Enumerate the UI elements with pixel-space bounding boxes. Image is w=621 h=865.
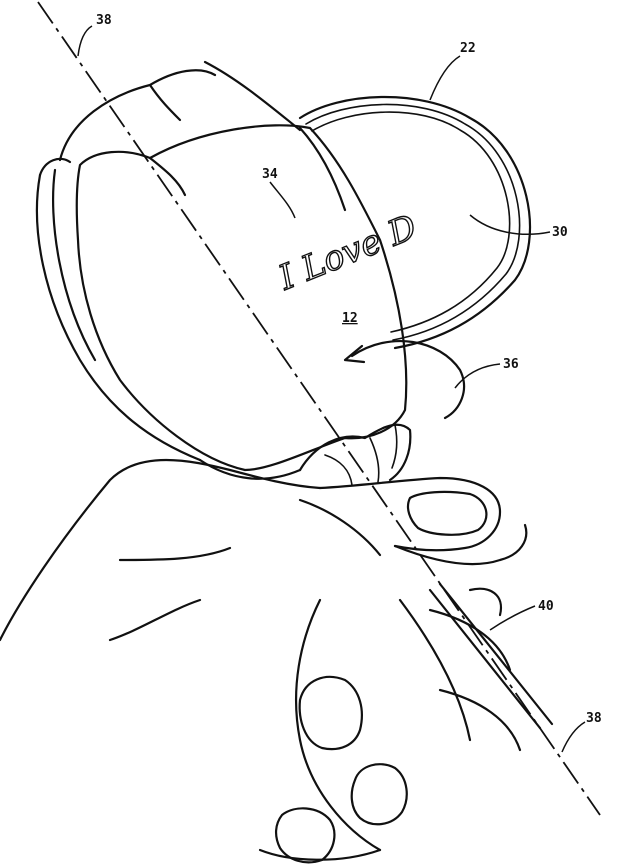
stem [428,582,554,730]
ref-38-bottom: 38 [586,711,602,726]
hand [0,458,528,864]
tag-plate [298,95,532,350]
ref-36: 36 [503,357,519,372]
ref-38-top: 38 [96,13,112,28]
ref-34: 34 [262,167,278,182]
ref-40: 40 [538,599,554,614]
ref-22: 22 [460,41,476,56]
petal-inscription: I Love D [272,206,423,299]
rotation-arrow [343,339,466,420]
inscription-text: I Love D [272,207,422,299]
rotation-axis-line [37,1,601,816]
ref-30: 30 [552,225,568,240]
sepals [298,423,412,486]
leader-lines [77,25,586,753]
flower-head [35,60,408,480]
reference-numerals: 38 22 34 30 12 36 40 38 [96,13,602,726]
ref-12: 12 [342,311,358,326]
